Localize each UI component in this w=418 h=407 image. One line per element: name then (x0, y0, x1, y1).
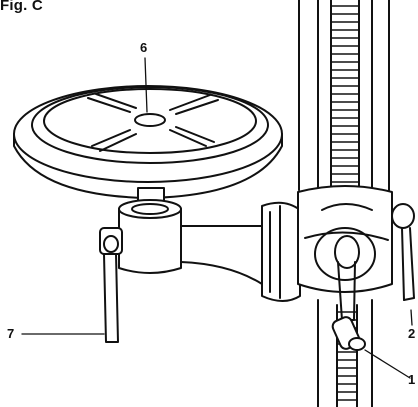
figure-title: Fig. C (0, 0, 43, 14)
table-arm (180, 225, 263, 285)
leader-lines (21, 57, 413, 379)
callout-7: 7 (7, 326, 15, 341)
callout-1: 1 (408, 372, 416, 387)
column (298, 0, 390, 407)
table-lock-handle (99, 227, 123, 343)
arm-bracket (261, 201, 301, 302)
post-clamp-collar (118, 199, 182, 274)
work-table (13, 85, 283, 199)
rack-upper (330, 0, 360, 191)
column-lock-handle (391, 203, 415, 301)
rack-teeth-upper (330, 5, 360, 183)
crank-handle (331, 235, 366, 351)
callout-6: 6 (140, 40, 148, 55)
callout-2: 2 (408, 326, 416, 341)
